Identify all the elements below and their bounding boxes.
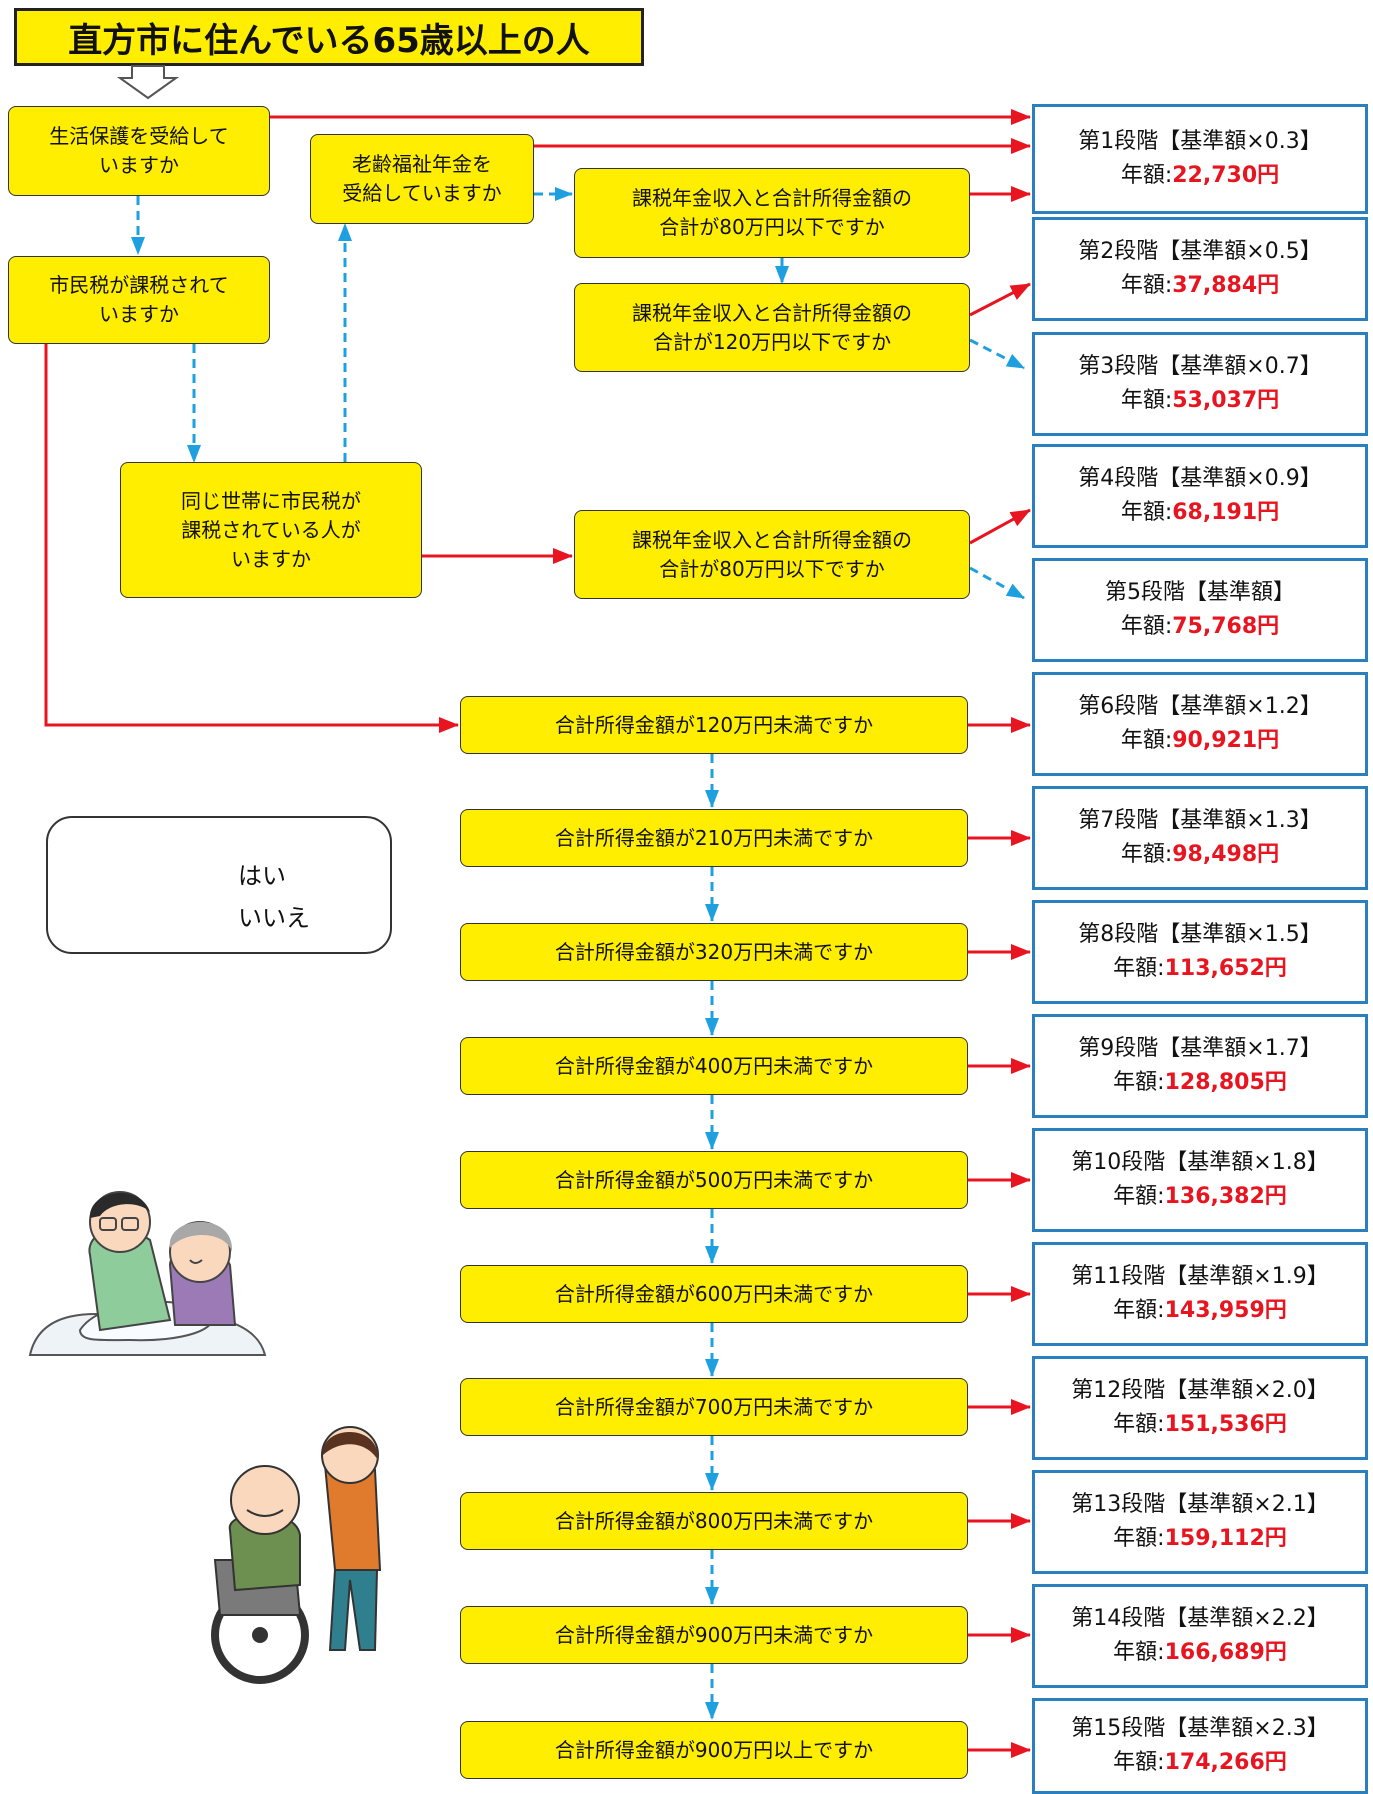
question-under-320: 合計所得金額が320万円未満ですか — [460, 923, 968, 981]
result-amount-prefix: 年額: — [1120, 614, 1173, 639]
result-stage-label: 第11段階【基準額×1.9】 — [1071, 1263, 1329, 1289]
result-amount-prefix: 年額: — [1113, 1526, 1165, 1551]
page-title: 直方市に住んでいる65歳以上の人 — [14, 8, 644, 66]
result-stage-label: 第1段階【基準額×0.3】 — [1078, 128, 1322, 154]
result-amount: 143,959円 — [1164, 1298, 1287, 1323]
result-amount: 113,652円 — [1164, 956, 1287, 981]
question-under-600: 合計所得金額が600万円未満ですか — [460, 1265, 968, 1323]
caregiver-bed-illustration — [28, 1191, 267, 1356]
result-amount-prefix: 年額: — [1113, 1640, 1165, 1665]
question-income-80-a: 課税年金収入と合計所得金額の 合計が80万円以下ですか — [574, 168, 970, 258]
question-old-age-pension: 老齢福祉年金を 受給していますか — [310, 134, 534, 224]
result-amount-prefix: 年額: — [1113, 1298, 1165, 1323]
result-amount-prefix: 年額: — [1120, 163, 1173, 188]
result-stage-label: 第6段階【基準額×1.2】 — [1078, 693, 1322, 719]
yes-arrow — [44, 344, 459, 733]
question-under-120: 合計所得金額が120万円未満ですか — [460, 696, 968, 754]
result-amount-prefix: 年額: — [1120, 842, 1173, 867]
result-amount: 90,921円 — [1172, 728, 1280, 753]
result-amount-prefix: 年額: — [1113, 1750, 1165, 1775]
result-stage-5: 第5段階【基準額】 年額:75,768円 — [1032, 558, 1368, 662]
question-resident-tax: 市民税が課税されて いますか — [8, 256, 270, 344]
question-income-120: 課税年金収入と合計所得金額の 合計が120万円以下ですか — [574, 283, 970, 372]
result-stage-label: 第14段階【基準額×2.2】 — [1071, 1605, 1329, 1631]
question-under-800: 合計所得金額が800万円未満ですか — [460, 1492, 968, 1550]
result-amount-prefix: 年額: — [1120, 273, 1173, 298]
result-amount-prefix: 年額: — [1113, 1184, 1165, 1209]
result-stage-9: 第9段階【基準額×1.7】 年額:128,805円 — [1032, 1014, 1368, 1118]
result-amount: 22,730円 — [1172, 163, 1280, 188]
result-amount-prefix: 年額: — [1113, 1070, 1165, 1095]
question-household: 同じ世帯に市民税が 課税されている人が いますか — [120, 462, 422, 598]
result-stage-15: 第15段階【基準額×2.3】 年額:174,266円 — [1032, 1698, 1368, 1794]
question-under-210: 合計所得金額が210万円未満ですか — [460, 809, 968, 867]
result-amount: 166,689円 — [1164, 1640, 1287, 1665]
result-amount: 174,266円 — [1164, 1750, 1287, 1775]
result-stage-6: 第6段階【基準額×1.2】 年額:90,921円 — [1032, 672, 1368, 776]
result-amount: 37,884円 — [1172, 273, 1280, 298]
question-under-500: 合計所得金額が500万円未満ですか — [460, 1151, 968, 1209]
legend: はい いいえ — [46, 816, 392, 954]
result-stage-label: 第4段階【基準額×0.9】 — [1078, 465, 1322, 491]
result-amount: 75,768円 — [1172, 614, 1280, 639]
result-stage-label: 第5段階【基準額】 — [1105, 579, 1295, 605]
yes-arrow — [969, 508, 1031, 545]
question-under-700: 合計所得金額が700万円未満ですか — [460, 1378, 968, 1436]
result-amount: 151,536円 — [1164, 1412, 1287, 1437]
result-amount: 136,382円 — [1164, 1184, 1287, 1209]
start-arrow — [116, 65, 180, 100]
result-stage-10: 第10段階【基準額×1.8】 年額:136,382円 — [1032, 1128, 1368, 1232]
result-amount-prefix: 年額: — [1113, 956, 1165, 981]
question-under-400: 合計所得金額が400万円未満ですか — [460, 1037, 968, 1095]
question-welfare: 生活保護を受給して いますか — [8, 106, 270, 196]
no-arrow — [969, 566, 1025, 600]
result-amount-prefix: 年額: — [1113, 1412, 1165, 1437]
result-amount-prefix: 年額: — [1120, 388, 1173, 413]
result-stage-label: 第2段階【基準額×0.5】 — [1078, 238, 1322, 264]
result-stage-4: 第4段階【基準額×0.9】 年額:68,191円 — [1032, 444, 1368, 548]
question-under-900: 合計所得金額が900万円未満ですか — [460, 1606, 968, 1664]
result-stage-label: 第7段階【基準額×1.3】 — [1078, 807, 1322, 833]
result-amount: 53,037円 — [1172, 388, 1280, 413]
result-stage-7: 第7段階【基準額×1.3】 年額:98,498円 — [1032, 786, 1368, 890]
result-stage-12: 第12段階【基準額×2.0】 年額:151,536円 — [1032, 1356, 1368, 1460]
result-stage-3: 第3段階【基準額×0.7】 年額:53,037円 — [1032, 332, 1368, 436]
result-stage-8: 第8段階【基準額×1.5】 年額:113,652円 — [1032, 900, 1368, 1004]
result-stage-11: 第11段階【基準額×1.9】 年額:143,959円 — [1032, 1242, 1368, 1346]
result-amount-prefix: 年額: — [1120, 500, 1173, 525]
result-stage-label: 第12段階【基準額×2.0】 — [1071, 1377, 1329, 1403]
result-stage-14: 第14段階【基準額×2.2】 年額:166,689円 — [1032, 1584, 1368, 1688]
result-stage-1: 第1段階【基準額×0.3】 年額:22,730円 — [1032, 104, 1368, 214]
result-stage-label: 第13段階【基準額×2.1】 — [1071, 1491, 1329, 1517]
legend-no-label: いいえ — [238, 904, 310, 932]
wheelchair-illustration — [211, 1426, 382, 1684]
no-arrow — [969, 338, 1025, 370]
result-stage-label: 第9段階【基準額×1.7】 — [1078, 1035, 1322, 1061]
yes-arrow — [969, 282, 1031, 317]
result-amount: 159,112円 — [1164, 1526, 1287, 1551]
result-stage-13: 第13段階【基準額×2.1】 年額:159,112円 — [1032, 1470, 1368, 1574]
result-stage-label: 第10段階【基準額×1.8】 — [1071, 1149, 1329, 1175]
result-stage-label: 第15段階【基準額×2.3】 — [1071, 1715, 1329, 1741]
question-income-80-b: 課税年金収入と合計所得金額の 合計が80万円以下ですか — [574, 510, 970, 599]
question-over-900: 合計所得金額が900万円以上ですか — [460, 1721, 968, 1779]
result-amount: 68,191円 — [1172, 500, 1280, 525]
result-stage-label: 第8段階【基準額×1.5】 — [1078, 921, 1322, 947]
result-amount-prefix: 年額: — [1120, 728, 1173, 753]
legend-yes-label: はい — [238, 862, 286, 890]
result-amount: 98,498円 — [1172, 842, 1280, 867]
result-amount: 128,805円 — [1164, 1070, 1287, 1095]
result-stage-2: 第2段階【基準額×0.5】 年額:37,884円 — [1032, 217, 1368, 321]
result-stage-label: 第3段階【基準額×0.7】 — [1078, 353, 1322, 379]
